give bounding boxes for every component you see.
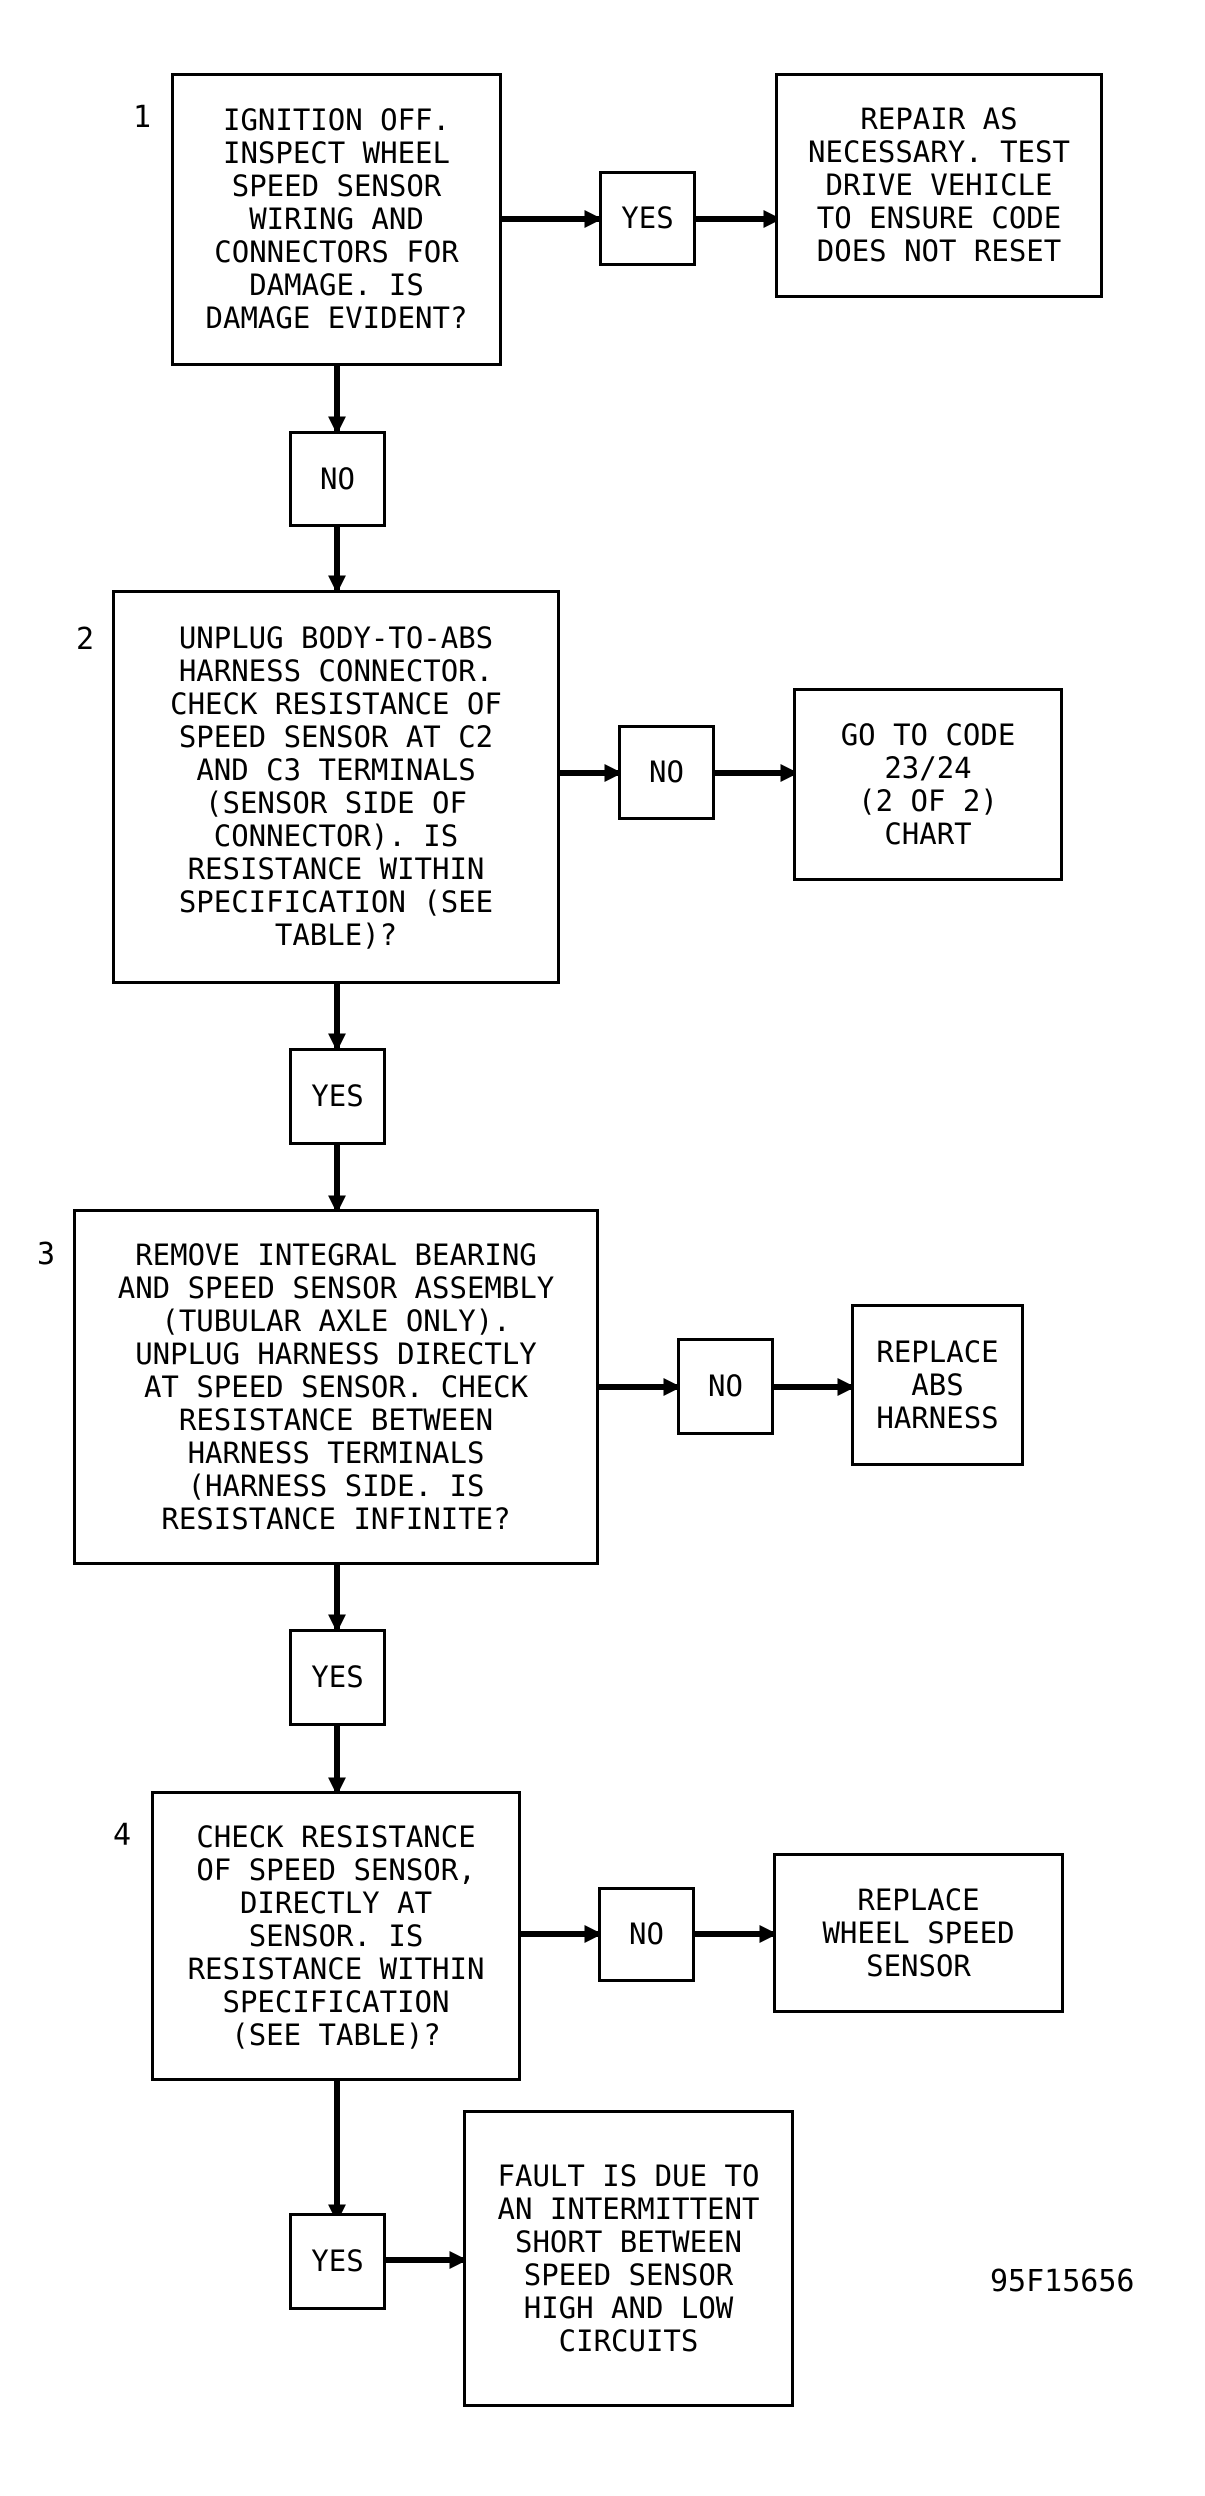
answer-no-step-4: NO [598,1887,695,1982]
answer-yes-step-3: YES [289,1629,386,1726]
step-2-box: UNPLUG BODY-TO-ABS HARNESS CONNECTOR. CH… [112,590,560,984]
outcome-1-text: REPAIR AS NECESSARY. TEST DRIVE VEHICLE … [808,102,1070,268]
answer-yes-step-2: YES [289,1048,386,1145]
outcome-2-text: GO TO CODE 23/24 (2 OF 2) CHART [840,717,1016,851]
outcome-4-box: REPLACE WHEEL SPEED SENSOR [773,1853,1064,2013]
step-1-text: IGNITION OFF. INSPECT WHEEL SPEED SENSOR… [205,103,468,335]
step-1-number: 1 [133,100,152,135]
outcome-5-text: FAULT IS DUE TO AN INTERMITTENT SHORT BE… [497,2158,760,2358]
figure-id: 95F15656 [990,2264,1135,2299]
answer-no-step-3: NO [677,1338,774,1435]
outcome-3-text: REPLACE ABS HARNESS [876,1334,999,1435]
step-3-text: REMOVE INTEGRAL BEARING AND SPEED SENSOR… [117,1237,555,1536]
step-4-number: 4 [113,1818,132,1853]
step-2-number: 2 [76,622,95,657]
answer-no-step-1: NO [289,431,386,527]
step-3-box: REMOVE INTEGRAL BEARING AND SPEED SENSOR… [73,1209,599,1565]
answer-yes-step-4: YES [289,2213,386,2310]
outcome-3-box: REPLACE ABS HARNESS [851,1304,1024,1466]
step-3-number: 3 [37,1237,56,1272]
outcome-5-box: FAULT IS DUE TO AN INTERMITTENT SHORT BE… [463,2110,794,2407]
step-1-box: IGNITION OFF. INSPECT WHEEL SPEED SENSOR… [171,73,502,366]
outcome-1-box: REPAIR AS NECESSARY. TEST DRIVE VEHICLE … [775,73,1103,298]
answer-yes-step-1: YES [599,171,696,266]
answer-no-step-2: NO [618,725,715,820]
step-4-text: CHECK RESISTANCE OF SPEED SENSOR, DIRECT… [187,1819,485,2052]
step-4-box: CHECK RESISTANCE OF SPEED SENSOR, DIRECT… [151,1791,521,2081]
outcome-4-text: REPLACE WHEEL SPEED SENSOR [822,1882,1015,1983]
step-2-text: UNPLUG BODY-TO-ABS HARNESS CONNECTOR. CH… [170,621,502,952]
outcome-2-box: GO TO CODE 23/24 (2 OF 2) CHART [793,688,1063,881]
